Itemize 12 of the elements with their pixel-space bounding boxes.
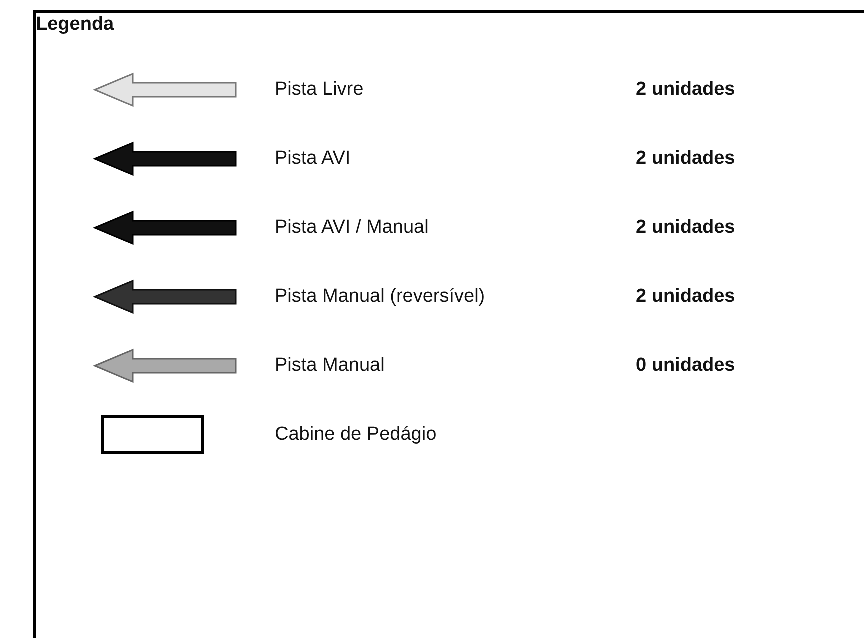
legend-label: Pista AVI <box>275 148 351 170</box>
unit-count: 2 unidades <box>636 148 736 170</box>
legend-label: Pista AVI / Manual <box>275 217 429 239</box>
legend-label: Pista Manual <box>275 355 385 377</box>
unit-count: 2 unidades <box>636 217 736 239</box>
legend-label: Pista Manual (reversível) <box>275 286 486 308</box>
unit-count: 2 unidades <box>636 79 736 101</box>
legend-label: Pista Livre <box>275 79 364 101</box>
legend-label: Cabine de Pedágio <box>275 424 437 446</box>
unit-count: 2 unidades <box>636 286 736 308</box>
unit-count: 0 unidades <box>636 355 736 377</box>
legend-title: Legenda <box>36 14 114 36</box>
